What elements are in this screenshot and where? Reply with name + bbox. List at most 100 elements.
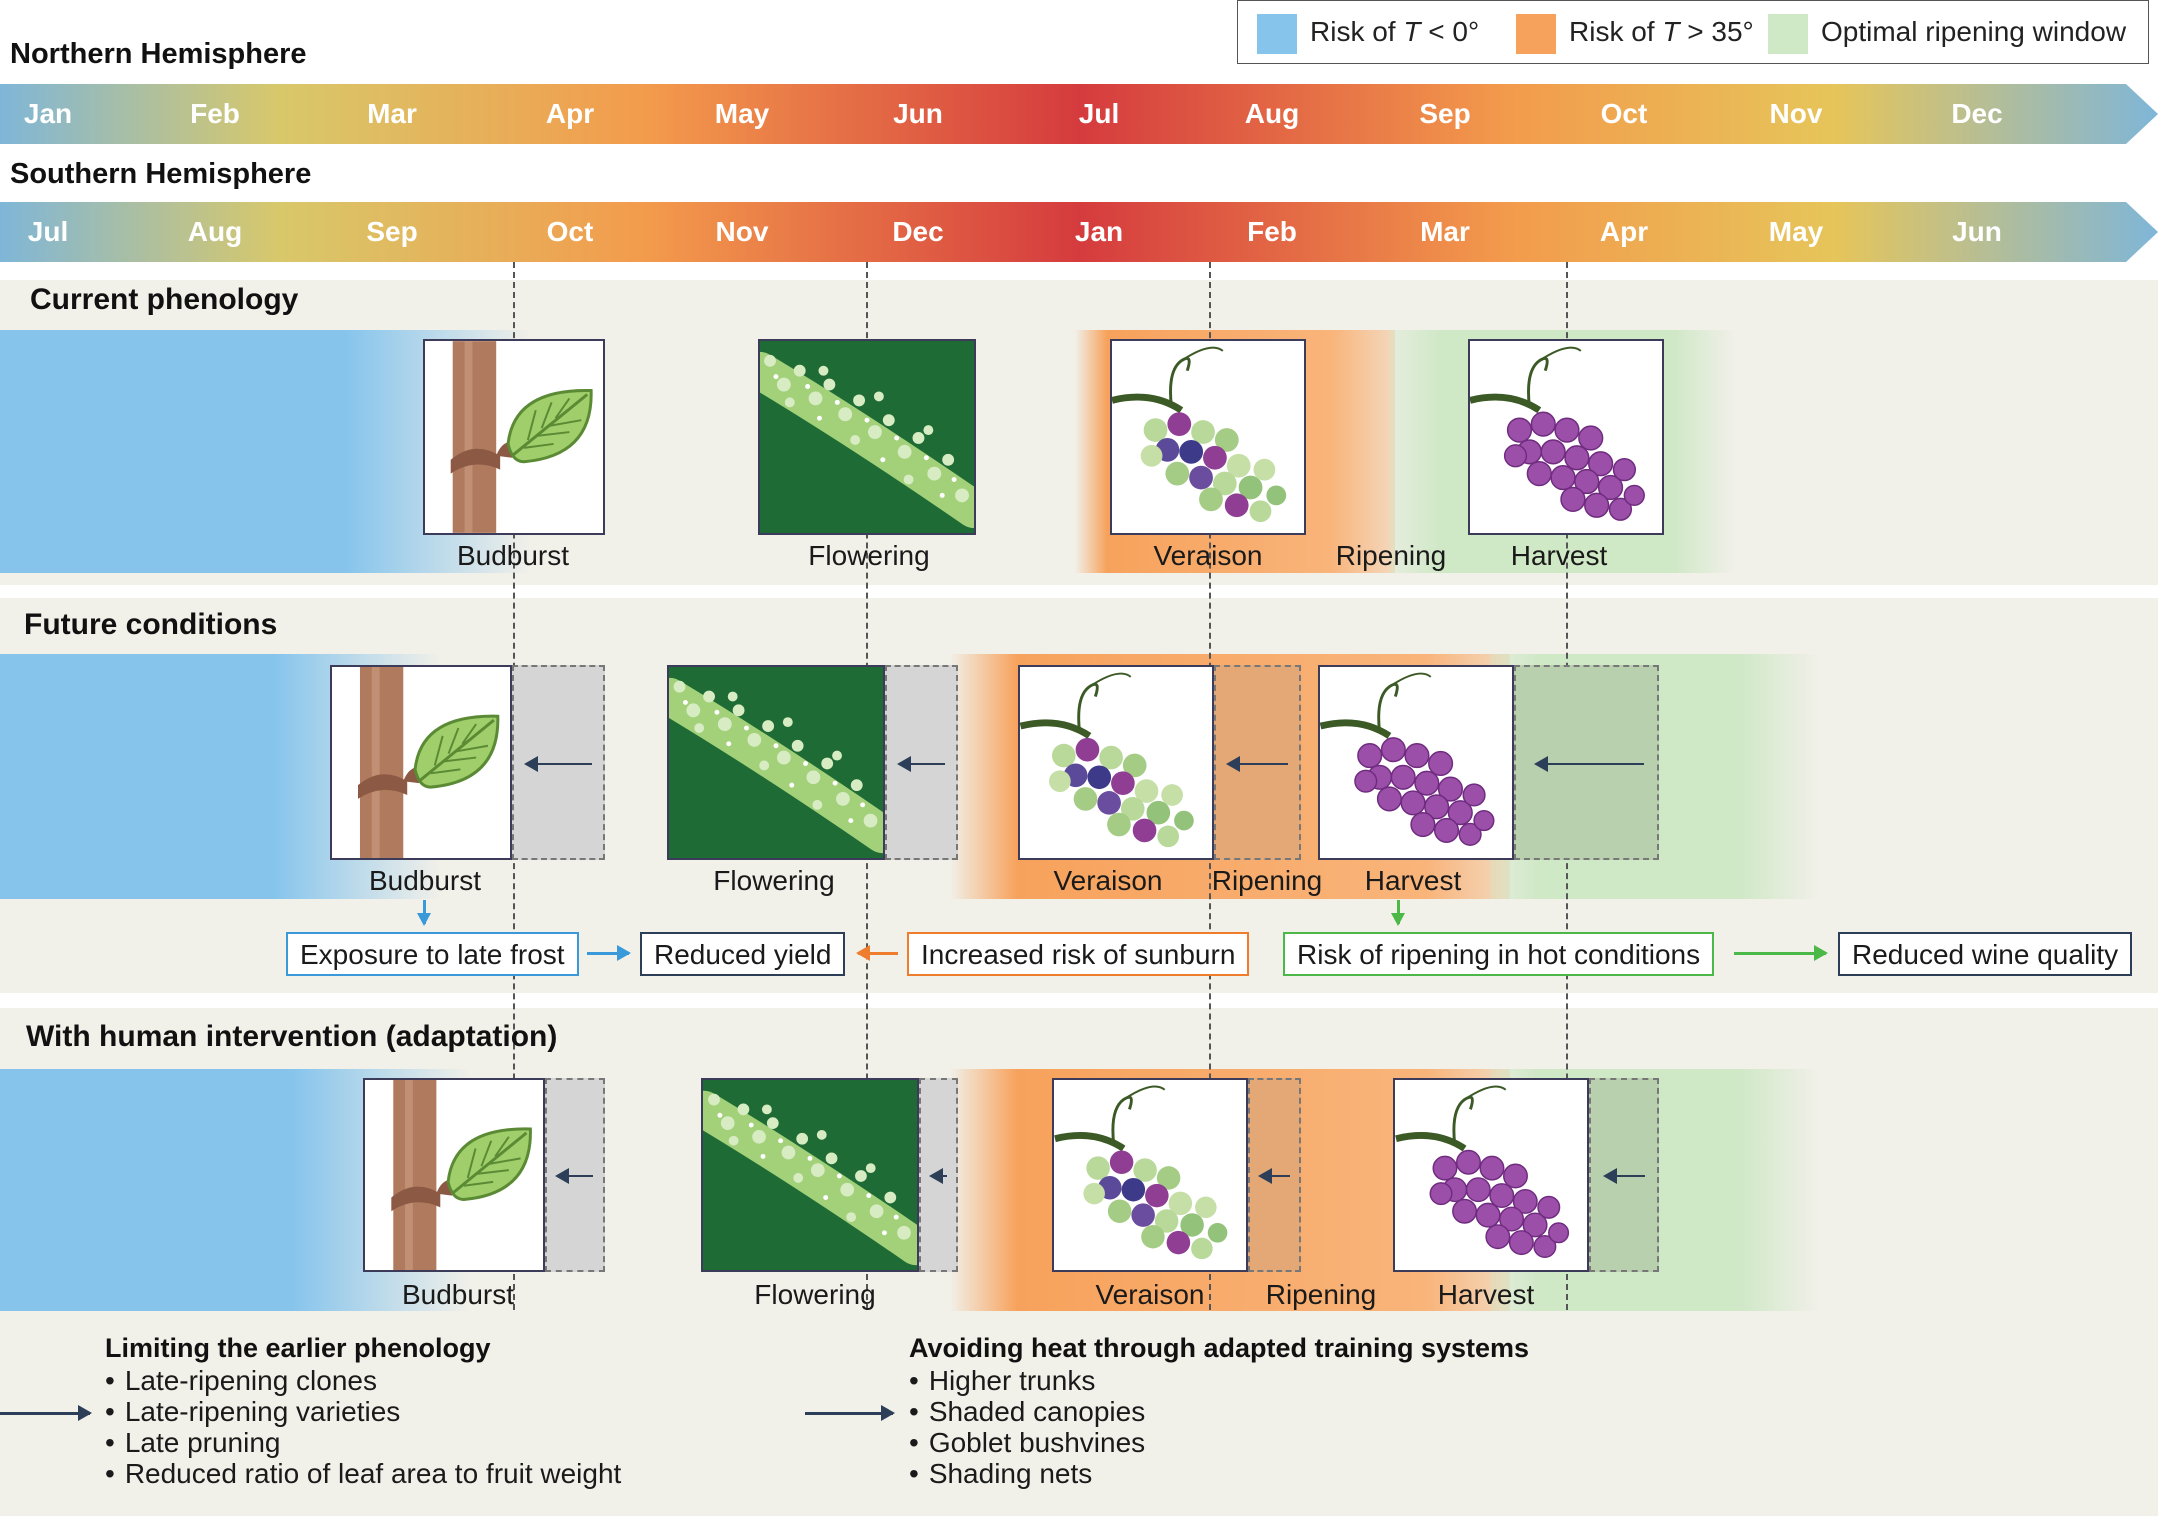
legend: Risk of T < 0° Risk of T > 35° Optimal r… [1237, 0, 2149, 64]
budburst-leaf-icon [363, 1078, 545, 1272]
adaptation-harvest-label: Harvest [1437, 1279, 1535, 1310]
north-month-label: Dec [1951, 98, 2003, 129]
north-month-label: Feb [190, 98, 240, 129]
flowering-inflorescence-icon [701, 1078, 919, 1272]
shift-arrow-icon [929, 1168, 947, 1184]
harvest-down-arrow-icon [1391, 900, 1405, 926]
current-ripening-label: Ripening [1335, 540, 1447, 571]
strategy-2-list: Higher trunks Shaded canopies Goblet bus… [909, 1365, 1145, 1489]
shift-arrow-icon [524, 755, 592, 772]
north-month-label: Oct [1600, 98, 1648, 129]
budburst-leaf-icon [330, 665, 512, 860]
list-item: Shading nets [909, 1458, 1145, 1489]
frost-to-yield-arrow-icon [587, 945, 631, 961]
south-month-label: May [1768, 216, 1824, 247]
list-item: Reduced ratio of leaf area to fruit weig… [105, 1458, 622, 1489]
future-flowering-label: Flowering [713, 865, 835, 896]
north-month-label: Aug [1244, 98, 1300, 129]
future-veraison-label: Veraison [1053, 865, 1163, 896]
north-month-label: Apr [545, 98, 595, 129]
flowering-shift-placeholder [885, 665, 958, 860]
effect-hot-ripening: Risk of ripening in hot conditions [1283, 932, 1715, 976]
current-phenology-title: Current phenology [30, 283, 299, 316]
adaptation-flowering-label: Flowering [754, 1279, 876, 1310]
harvest-grape-cluster-icon [1468, 339, 1664, 535]
veraison-grape-cluster-icon [1018, 665, 1214, 860]
list-item: Higher trunks [909, 1365, 1145, 1396]
south-month-label: Sep [366, 216, 418, 247]
sunburn-to-yield-arrow-icon [856, 945, 898, 961]
north-month-label: Nov [1769, 98, 1823, 129]
budburst-shift-placeholder [545, 1078, 605, 1272]
veraison-grape-cluster-icon [1052, 1078, 1248, 1272]
south-month-label: Dec [892, 216, 944, 247]
legend-label-heat: Risk of T > 35° [1569, 16, 1754, 47]
southern-month-bar: Jul Aug Sep Oct Nov Dec Jan Feb Mar Apr May Jun [0, 202, 2158, 262]
strategy-1-title: Limiting the earlier phenology [105, 1333, 491, 1363]
strategy-1-list: Late-ripening clones Late-ripening varie… [105, 1365, 622, 1489]
shift-arrow-icon [1534, 755, 1644, 772]
list-item: Goblet bushvines [909, 1427, 1145, 1458]
future-conditions-title: Future conditions [24, 608, 278, 641]
flowering-shift-placeholder [919, 1078, 958, 1272]
hot-ripening-to-quality-arrow-icon [1734, 945, 1828, 961]
list-item: Late-ripening clones [105, 1365, 621, 1396]
current-veraison-label: Veraison [1153, 540, 1263, 571]
budburst-leaf-icon [423, 339, 605, 535]
south-month-label: Mar [1420, 216, 1470, 247]
south-month-label: Jan [1074, 216, 1124, 247]
south-month-label: Aug [187, 216, 243, 247]
south-month-label: Apr [1599, 216, 1649, 247]
shift-arrow-icon [1603, 1168, 1645, 1184]
current-budburst-label: Budburst [456, 540, 570, 571]
south-month-label: Jun [1952, 216, 2002, 247]
adaptation-ripening-label: Ripening [1265, 1279, 1377, 1310]
shift-arrow-icon [555, 1168, 593, 1184]
strategy-1-arrow-icon [0, 1405, 92, 1421]
current-flowering-label: Flowering [808, 540, 930, 571]
harvest-shift-placeholder [1514, 665, 1659, 860]
effect-wine-quality: Reduced wine quality [1838, 932, 2133, 976]
north-month-label: Mar [367, 98, 417, 129]
current-harvest-label: Harvest [1510, 540, 1608, 571]
legend-label-optimal: Optimal ripening window [1821, 16, 2127, 47]
southern-hemisphere-title: Southern Hemisphere [10, 158, 312, 190]
northern-hemisphere-title: Northern Hemisphere [10, 38, 307, 70]
harvest-grape-cluster-icon [1393, 1078, 1589, 1272]
future-budburst-label: Budburst [368, 865, 482, 896]
veraison-grape-cluster-icon [1110, 339, 1306, 535]
list-item: Shaded canopies [909, 1396, 1145, 1427]
budburst-down-arrow-icon [417, 900, 431, 926]
adaptation-title: With human intervention (adaptation) [26, 1020, 558, 1053]
flowering-inflorescence-icon [758, 339, 976, 535]
veraison-shift-placeholder [1214, 665, 1301, 860]
harvest-grape-cluster-icon [1318, 665, 1514, 860]
effect-late-frost: Exposure to late frost [286, 932, 579, 976]
legend-swatch-frost [1257, 14, 1297, 54]
south-month-label: Jul [27, 216, 69, 247]
north-month-label: Jan [23, 98, 73, 129]
strategy-2-arrow-icon [805, 1405, 895, 1421]
south-month-label: Feb [1247, 216, 1297, 247]
shift-arrow-icon [1226, 755, 1288, 772]
harvest-shift-placeholder [1589, 1078, 1659, 1272]
veraison-shift-placeholder [1248, 1078, 1301, 1272]
future-ripening-label: Ripening [1211, 865, 1323, 896]
north-month-label: May [714, 98, 770, 129]
legend-swatch-heat [1516, 14, 1556, 54]
north-month-label: Jun [893, 98, 943, 129]
flowering-inflorescence-icon [667, 665, 885, 860]
future-harvest-label: Harvest [1364, 865, 1462, 896]
list-item: Late pruning [105, 1427, 621, 1458]
south-month-label: Nov [715, 216, 769, 247]
legend-label-frost: Risk of T < 0° [1310, 16, 1480, 47]
shift-arrow-icon [1258, 1168, 1290, 1184]
strategy-2-title: Avoiding heat through adapted training s… [909, 1333, 1530, 1363]
shift-arrow-icon [897, 755, 945, 772]
budburst-shift-placeholder [512, 665, 605, 860]
south-month-label: Oct [546, 216, 594, 247]
adaptation-veraison-label: Veraison [1095, 1279, 1205, 1310]
list-item: Late-ripening varieties [105, 1396, 621, 1427]
effect-sunburn: Increased risk of sunburn [907, 932, 1250, 976]
